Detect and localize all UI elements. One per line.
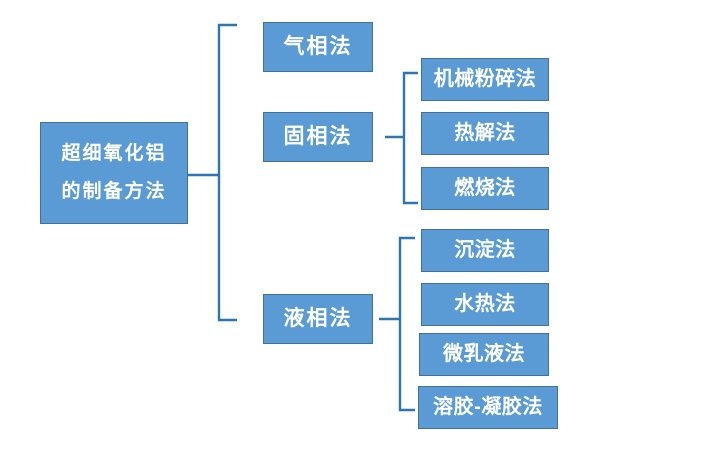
node-precipitation[interactable]: 沉淀法	[421, 229, 549, 272]
node-solid-phase[interactable]: 固相法	[263, 112, 373, 162]
solid-bracket-path	[402, 71, 418, 205]
node-liquid-phase[interactable]: 液相法	[263, 294, 373, 344]
node-hydrothermal[interactable]: 水热法	[421, 283, 549, 326]
root-node[interactable]: 超细氧化铝 的制备方法	[40, 122, 188, 224]
liquid-bracket-path	[398, 236, 415, 412]
node-mechanical-crushing[interactable]: 机械粉碎法	[421, 58, 549, 101]
root-bracket-path	[217, 23, 237, 322]
node-sol-gel[interactable]: 溶胶-凝胶法	[418, 386, 558, 429]
node-microemulsion[interactable]: 微乳液法	[419, 333, 549, 376]
node-pyrolysis[interactable]: 热解法	[421, 112, 549, 155]
node-combustion[interactable]: 燃烧法	[421, 167, 549, 210]
node-gas-phase[interactable]: 气相法	[263, 22, 373, 72]
